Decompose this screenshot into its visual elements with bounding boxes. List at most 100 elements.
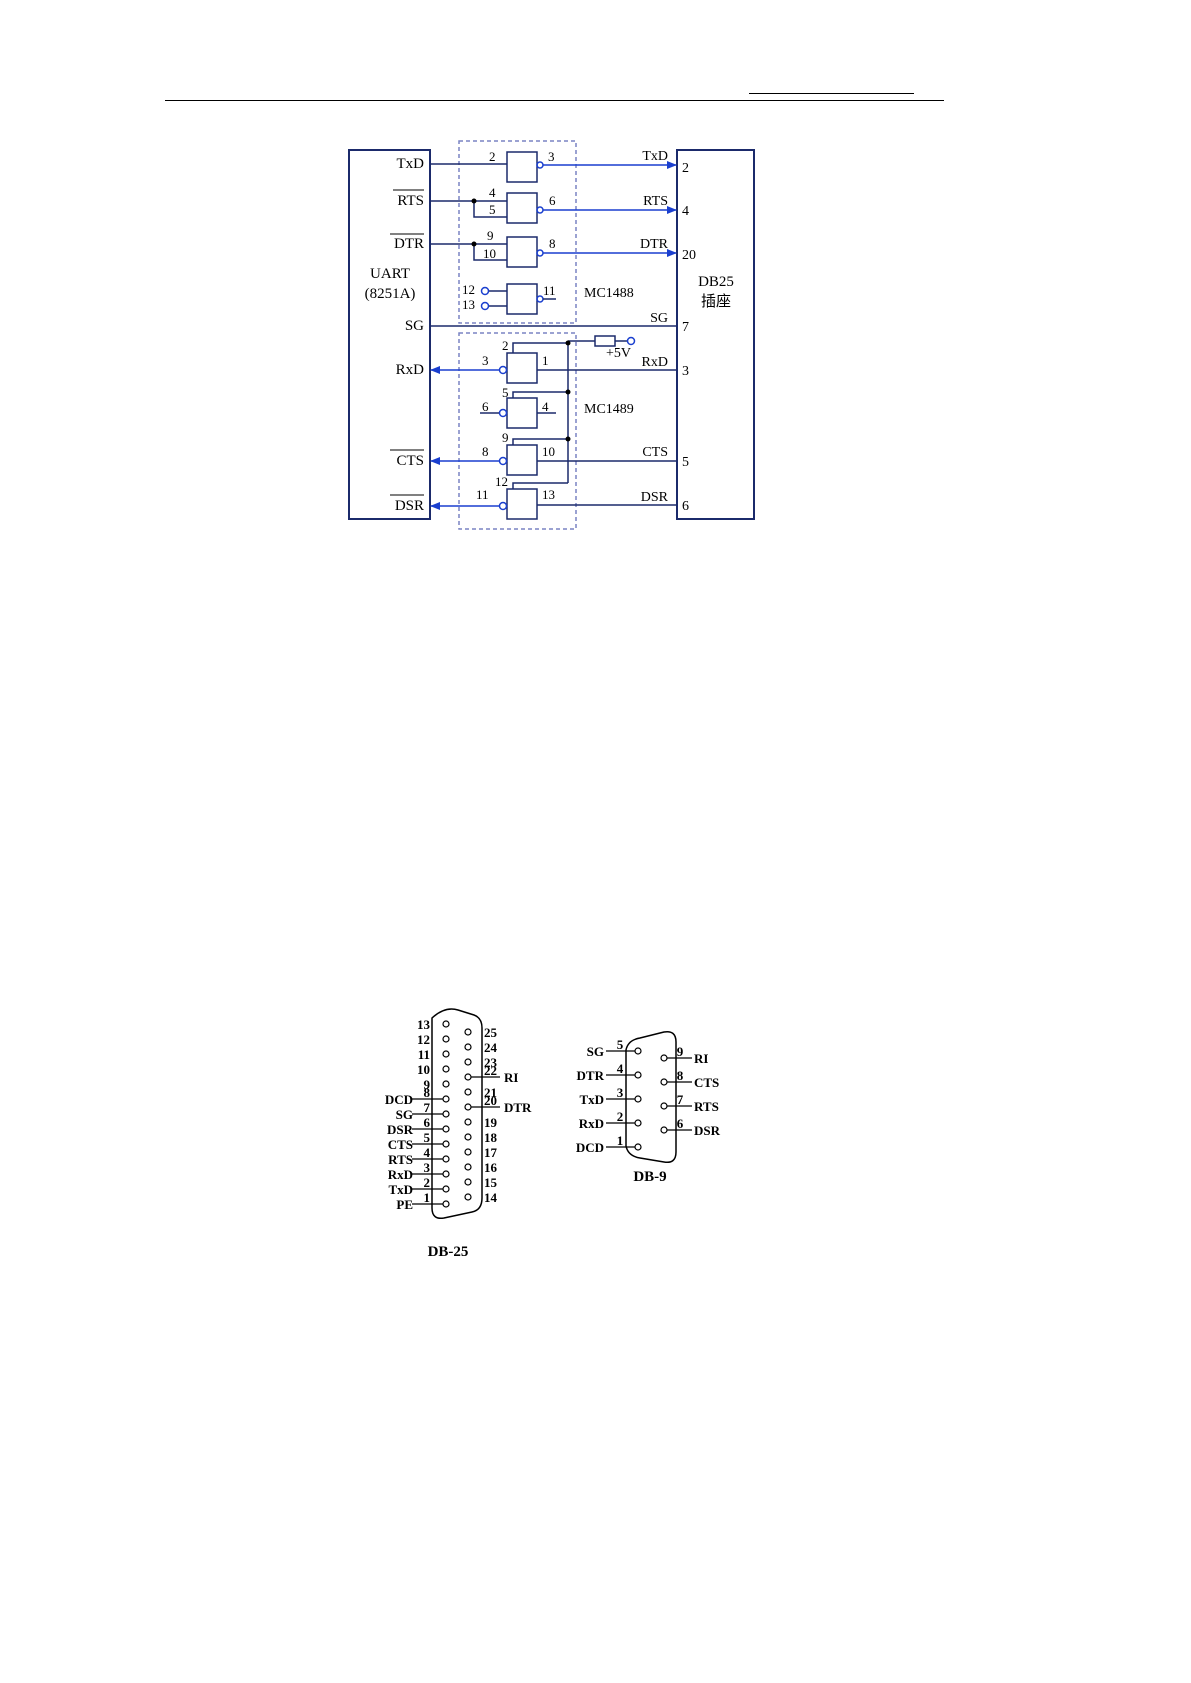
pin-signal: DSR — [694, 1123, 721, 1138]
pin-number: 19 — [484, 1115, 498, 1130]
pin-number: 2 — [424, 1175, 431, 1190]
conn-sig-dsr: DSR — [641, 490, 669, 505]
conn-pin: 7 — [682, 320, 689, 335]
pin-contact — [442, 1035, 450, 1043]
driver-gate-4 — [506, 283, 538, 315]
pin-signal: RxD — [388, 1167, 413, 1182]
gate-pin: 13 — [542, 487, 555, 502]
conn-sig-txd: TxD — [642, 149, 668, 164]
pin-number: 13 — [417, 1017, 431, 1032]
pullup-resistor — [594, 335, 616, 347]
conn-sig-cts: CTS — [642, 445, 668, 460]
pin-contact — [634, 1143, 642, 1151]
pin-contact — [464, 1088, 472, 1096]
pin-number: 11 — [418, 1047, 430, 1062]
rs232-schematic: TxD RTS DTR SG RxD CTS DSR UART (8251A) … — [348, 140, 755, 530]
pin-contact — [442, 1155, 450, 1163]
gate-pin: 9 — [487, 228, 494, 243]
gate-pin: 4 — [489, 185, 496, 200]
pin-number: 10 — [417, 1062, 430, 1077]
gate-pin: 5 — [502, 385, 509, 400]
uart-sig-dsr: DSR — [395, 498, 424, 514]
uart-sig-sg: SG — [405, 318, 424, 334]
pin-signal: SG — [587, 1044, 604, 1059]
pin-number: 7 — [677, 1092, 684, 1107]
pin-number: 12 — [417, 1032, 430, 1047]
mc1488-label: MC1488 — [584, 286, 634, 301]
pin-contact — [442, 1170, 450, 1178]
gate-pin: 6 — [549, 193, 556, 208]
uart-sig-rxd: RxD — [396, 362, 425, 378]
pin-contact — [634, 1095, 642, 1103]
pin-contact — [464, 1073, 472, 1081]
pin-signal: SG — [396, 1107, 413, 1122]
pin-contact — [660, 1054, 668, 1062]
gate-pin: 12 — [495, 474, 508, 489]
pin-contact — [660, 1078, 668, 1086]
gate-pin: 4 — [542, 399, 549, 414]
pin-number: 3 — [424, 1160, 431, 1175]
gate-pin: 8 — [482, 444, 489, 459]
receiver-gate-3 — [506, 444, 538, 476]
pin-signal: CTS — [694, 1075, 719, 1090]
pin-contact — [464, 1148, 472, 1156]
pin-signal: RI — [504, 1070, 518, 1085]
conn-sig-sg: SG — [650, 311, 668, 326]
pin-contact — [442, 1020, 450, 1028]
gate-pin: 3 — [482, 353, 489, 368]
driver-gate-1 — [506, 151, 538, 183]
pin-number: 14 — [484, 1190, 498, 1205]
pin-number: 20 — [484, 1093, 497, 1108]
pin-contact — [442, 1200, 450, 1208]
pin-number: 9 — [424, 1077, 431, 1092]
mc1489-label: MC1489 — [584, 402, 634, 417]
pin-number: 17 — [484, 1145, 498, 1160]
conn-sig-rxd: RxD — [642, 355, 668, 370]
pin-contact — [634, 1047, 642, 1055]
pin-contact — [634, 1071, 642, 1079]
pin-contact — [442, 1185, 450, 1193]
pin-contact — [442, 1095, 450, 1103]
pin-signal: TxD — [388, 1182, 413, 1197]
pin-contact — [464, 1193, 472, 1201]
gate-pin: 12 — [462, 282, 475, 297]
conn-pin: 20 — [682, 248, 696, 263]
receiver-gate-4 — [506, 488, 538, 520]
gate-pin: 6 — [482, 399, 489, 414]
pin-contact — [660, 1102, 668, 1110]
pin-number: 6 — [424, 1115, 431, 1130]
gate-pin: 3 — [548, 149, 555, 164]
pin-signal: RxD — [579, 1116, 604, 1131]
pin-number: 7 — [424, 1100, 431, 1115]
uart-name: UART — [370, 266, 410, 282]
gate-pin: 10 — [542, 444, 555, 459]
pin-number: 21 — [484, 1085, 497, 1100]
db9-caption: DB-9 — [633, 1169, 666, 1185]
connector-pinouts: 1312111098DCD7SG6DSR5CTS4RTS3RxD2TxD1PE … — [385, 1008, 721, 1260]
conn-pin: 3 — [682, 364, 689, 379]
gate-pin: 1 — [542, 353, 549, 368]
pin-contact — [442, 1050, 450, 1058]
pin-signal: CTS — [388, 1137, 413, 1152]
pin-signal: PE — [396, 1197, 413, 1212]
pin-signal: RTS — [694, 1099, 719, 1114]
pin-number: 5 — [424, 1130, 431, 1145]
pin-contact — [464, 1103, 472, 1111]
pin-contact — [442, 1140, 450, 1148]
db25-name: DB25 — [698, 274, 734, 290]
pin-contact — [464, 1118, 472, 1126]
pin-contact — [464, 1058, 472, 1066]
gate-pin: 10 — [483, 246, 496, 261]
uart-sig-cts: CTS — [396, 453, 424, 469]
receiver-gate-1 — [506, 352, 538, 384]
driver-gate-3 — [506, 236, 538, 268]
gate-pin: 9 — [502, 430, 509, 445]
pin-contact — [442, 1080, 450, 1088]
driver-gate-2 — [506, 192, 538, 224]
gate-pin: 2 — [502, 338, 509, 353]
pin-number: 4 — [424, 1145, 431, 1160]
pin-number: 15 — [484, 1175, 498, 1190]
pin-contact — [464, 1043, 472, 1051]
